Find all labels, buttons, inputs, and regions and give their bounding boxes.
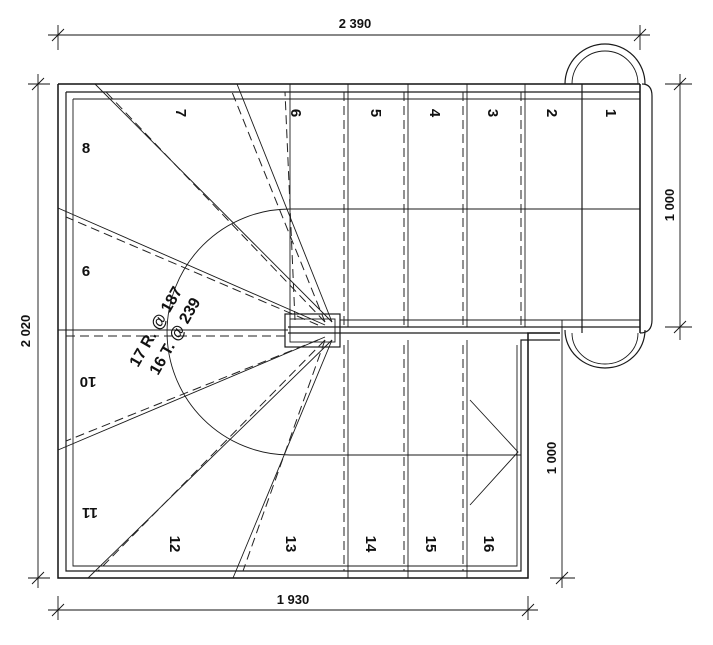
dimension-bottom-width: 1 930 [277,592,310,607]
step-number-8: 8 [82,140,90,157]
winder-treads [57,83,333,579]
dimension-lines [28,25,692,620]
top-landing-arc [564,43,653,334]
step-number-6: 6 [287,109,304,117]
step-number-4: 4 [426,109,443,118]
step-number-16: 16 [480,536,497,553]
step-number-12: 12 [166,536,183,553]
upper-flight-treads [343,84,583,333]
step-number-10: 10 [80,373,97,390]
step-number-2: 2 [543,109,560,117]
dimension-left-height: 2 020 [18,315,33,348]
dimension-right-upper: 1 000 [662,189,677,222]
lower-flight-treads [343,340,468,578]
walking-line [166,208,640,456]
step-numbers: 1 2 3 4 5 6 7 8 9 10 11 12 13 14 15 16 [80,109,619,553]
step-number-9: 9 [82,262,90,279]
direction-arrow [469,399,519,506]
step-number-11: 11 [82,504,98,521]
step-number-7: 7 [172,109,189,117]
step-number-13: 13 [282,536,299,553]
step-number-15: 15 [422,536,439,553]
dimension-top-width: 2 390 [339,16,372,31]
dimension-right-lower: 1 000 [544,442,559,475]
step-number-3: 3 [484,109,501,117]
step-number-1: 1 [602,109,619,117]
stair-outline [57,83,641,579]
bottom-landing-arc [564,329,646,369]
step-number-14: 14 [362,536,379,553]
step-number-5: 5 [367,109,384,117]
